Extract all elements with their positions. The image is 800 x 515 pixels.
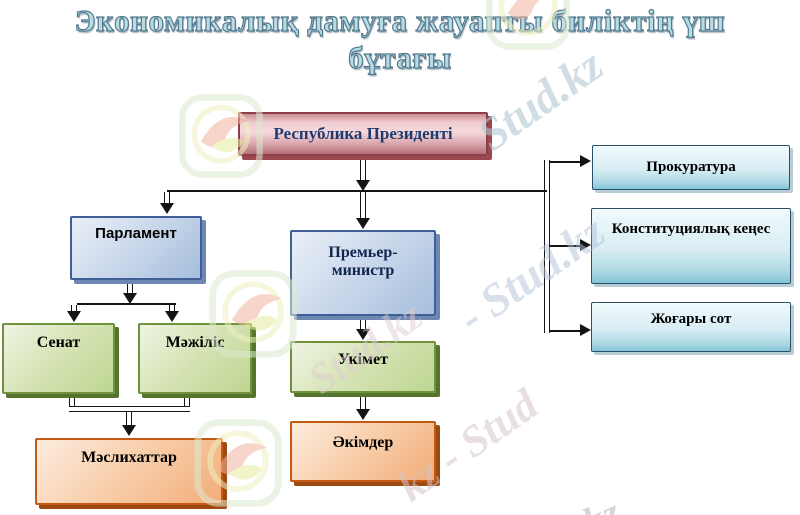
node-ukimet-label: Укімет bbox=[338, 351, 388, 368]
node-prokuratura: Прокуратура bbox=[592, 145, 790, 190]
node-parliament-label: Парламент bbox=[95, 225, 177, 242]
connector-to-prokuratura bbox=[550, 161, 581, 163]
node-parliament: Парламент bbox=[70, 216, 202, 280]
node-constitutional-council-label: Конституциялық кеңес bbox=[611, 221, 771, 237]
connector-ukimet-akimder bbox=[360, 396, 366, 410]
node-senate-label: Сенат bbox=[36, 334, 81, 351]
arrowhead-parliament bbox=[160, 203, 174, 214]
arrowhead-akimder bbox=[356, 409, 370, 420]
node-ukimet: Укімет bbox=[290, 341, 436, 393]
arrowhead-majilis bbox=[165, 311, 179, 322]
watermark-text: d.kz bbox=[548, 488, 627, 515]
node-supreme-court: Жоғары сот bbox=[591, 302, 791, 352]
connector-premier-ukimet bbox=[360, 318, 366, 330]
arrowhead-premier bbox=[356, 218, 370, 229]
connector-trunk-horizontal bbox=[167, 190, 547, 192]
node-majilis-label: Мәжіліс bbox=[165, 334, 225, 351]
arrowhead-supreme-court bbox=[580, 324, 591, 336]
arrowhead-constitutional-council bbox=[580, 239, 591, 251]
connector-trunk-parliament bbox=[164, 192, 170, 203]
node-senate: Сенат bbox=[2, 323, 115, 394]
page-title-line2: бұтағы bbox=[348, 39, 452, 75]
node-premier-label: Премьер- министр bbox=[328, 244, 398, 280]
connector-right-vertical bbox=[544, 160, 550, 333]
connector-to-majilis bbox=[169, 305, 175, 312]
node-majilis: Мәжіліс bbox=[138, 323, 252, 394]
node-akimder-label: Әкімдер bbox=[332, 434, 394, 451]
connector-to-senate bbox=[71, 305, 77, 312]
node-maslihattar-label: Мәслихаттар bbox=[81, 449, 177, 466]
watermark-text: - Stud.kz bbox=[448, 205, 614, 343]
page-title-line1: Экономикалық дамуға жауапты биліктің үш bbox=[74, 2, 726, 38]
node-akimder: Әкімдер bbox=[290, 421, 436, 482]
arrowhead-senate bbox=[67, 311, 81, 322]
connector-to-supreme-court bbox=[550, 330, 581, 332]
node-prokuratura-label: Прокуратура bbox=[646, 158, 736, 175]
connector-join-horizontal bbox=[69, 406, 190, 412]
connector-president-trunk-top bbox=[360, 156, 366, 180]
arrowhead-maslihattar bbox=[122, 425, 136, 436]
connector-trunk-premier bbox=[360, 192, 366, 218]
connector-senate-down bbox=[69, 394, 75, 407]
arrowhead-trunk-mid bbox=[356, 180, 370, 191]
node-constitutional-council: Конституциялық кеңес bbox=[591, 208, 791, 284]
arrowhead-parliament-branch bbox=[123, 293, 137, 304]
page-title: Экономикалық дамуға жауапты биліктің үш … bbox=[0, 2, 800, 76]
node-premier: Премьер- министр bbox=[290, 230, 436, 316]
connector-parliament-down bbox=[127, 280, 133, 293]
connector-majilis-down bbox=[184, 394, 190, 407]
node-supreme-court-label: Жоғары сот bbox=[650, 311, 732, 327]
arrowhead-prokuratura bbox=[580, 155, 591, 167]
node-president: Республика Президенті bbox=[238, 112, 488, 156]
connector-parliament-branch-horizontal bbox=[77, 303, 176, 305]
arrowhead-ukimet bbox=[356, 329, 370, 340]
connector-to-constitutional-council bbox=[550, 245, 581, 247]
node-president-label: Республика Президенті bbox=[273, 124, 453, 144]
connector-to-maslihattar bbox=[126, 411, 132, 425]
node-maslihattar: Мәслихаттар bbox=[35, 438, 223, 505]
